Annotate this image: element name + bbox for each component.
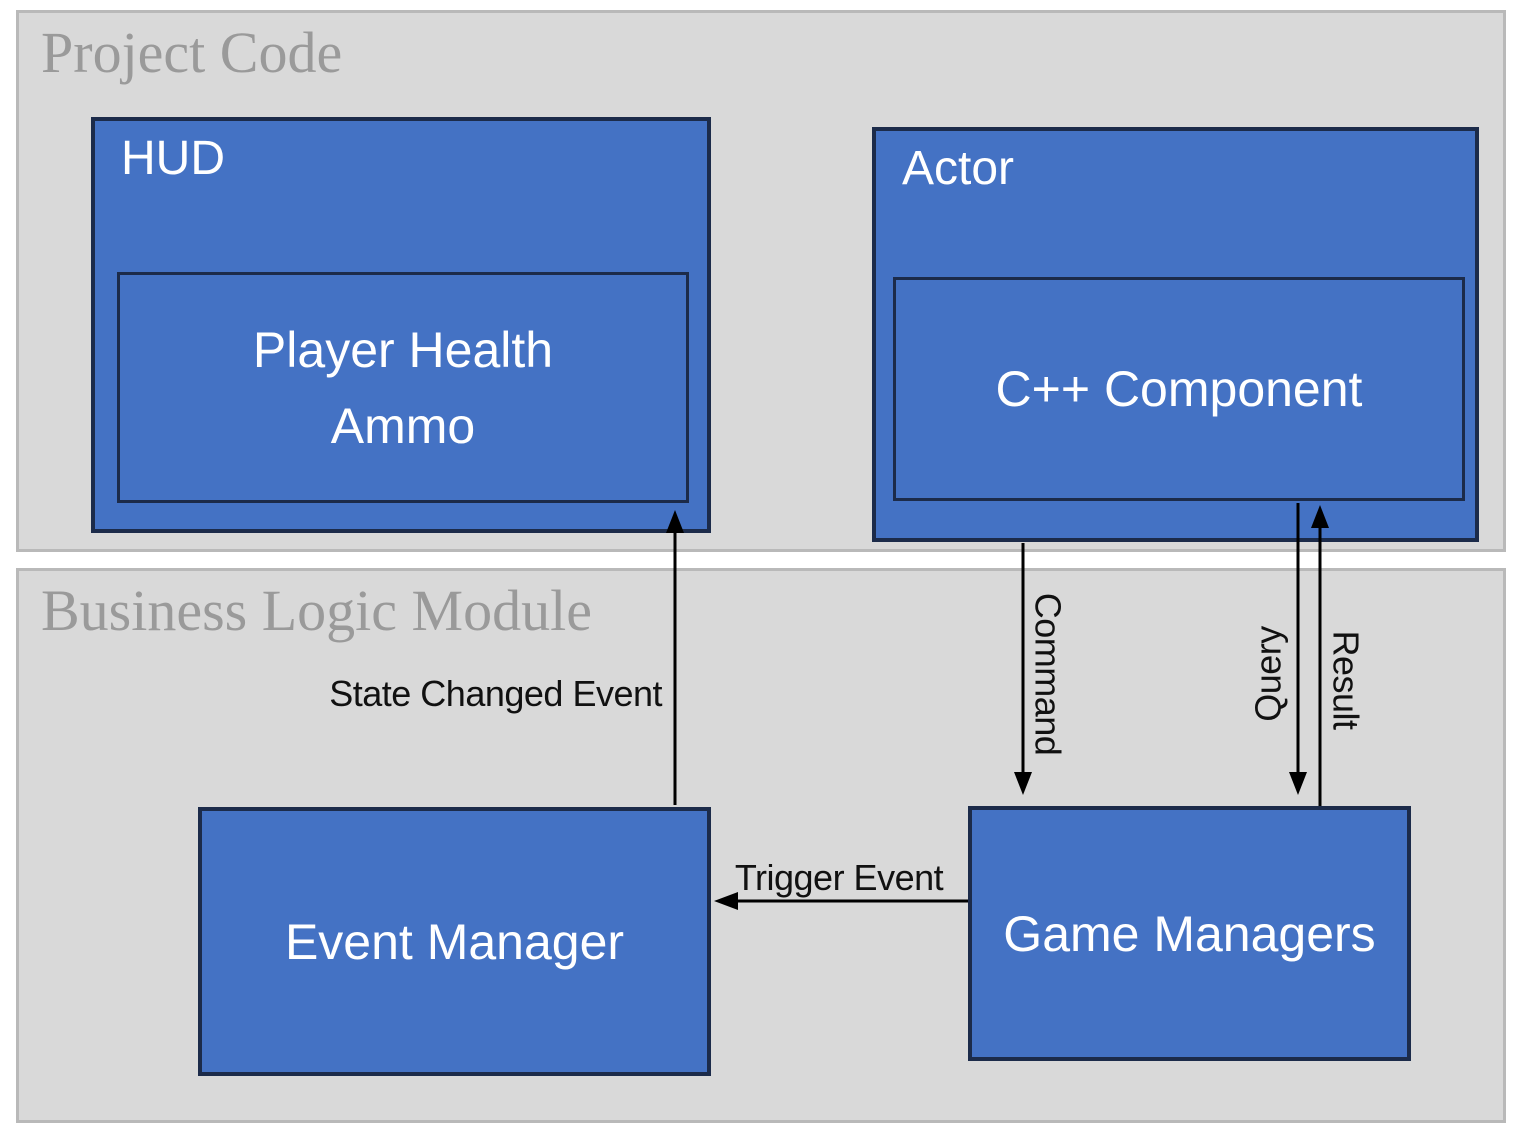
box-player-health-ammo: Player Health Ammo <box>117 272 689 503</box>
arrow-label-result: Result <box>1326 630 1367 730</box>
arrow-label-command: Command <box>1028 593 1069 756</box>
arrow-command: Command <box>1014 543 1069 795</box>
arrow-trigger-event: Trigger Event <box>714 857 968 910</box>
box-cpp-component: C++ Component <box>893 277 1465 501</box>
arrowhead-down-icon <box>1014 772 1032 795</box>
arrow-label-query: Query <box>1248 626 1289 722</box>
ammo-line: Ammo <box>330 397 476 454</box>
box-player-health-ammo-label: Player Health Ammo <box>120 275 686 500</box>
arrow-query: Query <box>1248 503 1307 795</box>
arrowhead-down-icon <box>1289 772 1307 795</box>
box-hud-label: HUD <box>121 132 225 185</box>
arrow-label-state-changed-event: State Changed Event <box>329 673 662 714</box>
section-title-project-code: Project Code <box>41 20 343 85</box>
box-game-managers: Game Managers <box>968 806 1411 1061</box>
box-game-managers-label: Game Managers <box>1003 905 1376 962</box>
box-event-manager: Event Manager <box>198 807 711 1076</box>
arrowhead-up-icon <box>666 510 684 533</box>
box-actor-label: Actor <box>902 142 1015 195</box>
box-cpp-component-label: C++ Component <box>995 361 1363 417</box>
section-title-business-logic-module: Business Logic Module <box>41 578 592 643</box>
arrowhead-up-icon <box>1311 505 1329 528</box>
box-event-manager-label: Event Manager <box>284 913 625 970</box>
arrow-state-changed-event: State Changed Event <box>329 510 684 805</box>
arrow-result: Result <box>1311 505 1367 806</box>
arrowhead-left-icon <box>714 892 738 910</box>
player-health-line: Player Health <box>252 321 554 378</box>
arrow-label-trigger-event: Trigger Event <box>735 857 944 898</box>
